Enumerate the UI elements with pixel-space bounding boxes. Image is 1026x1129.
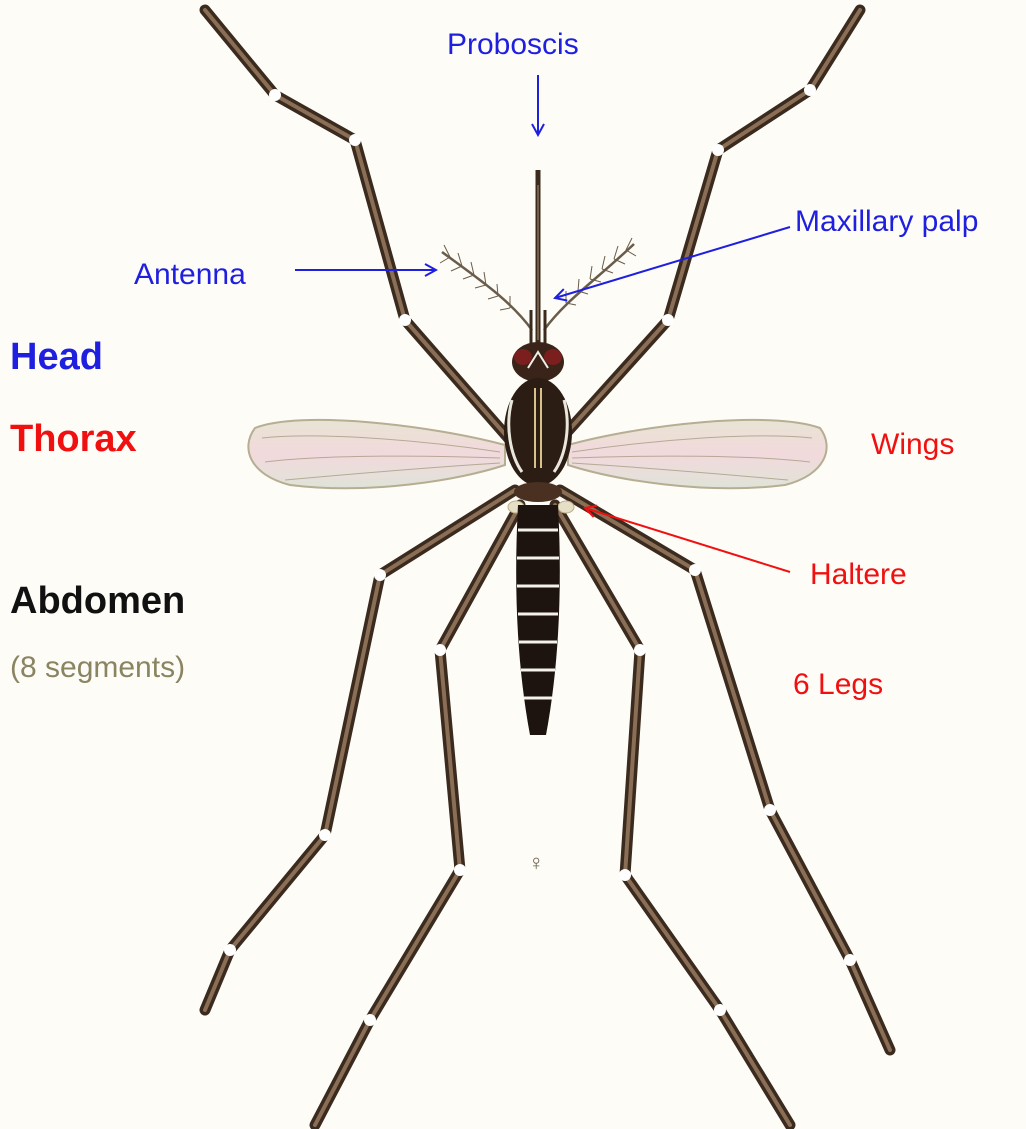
wing-left [248,420,505,488]
leg-hind-right [555,505,790,1125]
label-proboscis: Proboscis [447,30,579,60]
abdomen-shape [516,505,560,735]
leg-front-left [205,10,510,440]
head-shape [512,342,564,382]
label-antenna: Antenna [134,260,246,290]
label-abdomen: Abdomen [10,582,185,620]
wing-right [568,420,827,488]
thorax-shape [504,378,572,502]
proboscis-shape [531,170,545,345]
label-thorax: Thorax [10,420,137,458]
label-legs: 6 Legs [793,670,883,700]
label-wings: Wings [871,430,954,460]
label-haltere: Haltere [810,560,907,590]
leg-hind-left [315,505,520,1125]
leg-mid-left [205,490,515,1010]
female-symbol: ♀ [528,852,545,874]
label-maxillary-palp: Maxillary palp [795,207,978,237]
label-head: Head [10,338,103,376]
label-segments: (8 segments) [10,653,185,683]
